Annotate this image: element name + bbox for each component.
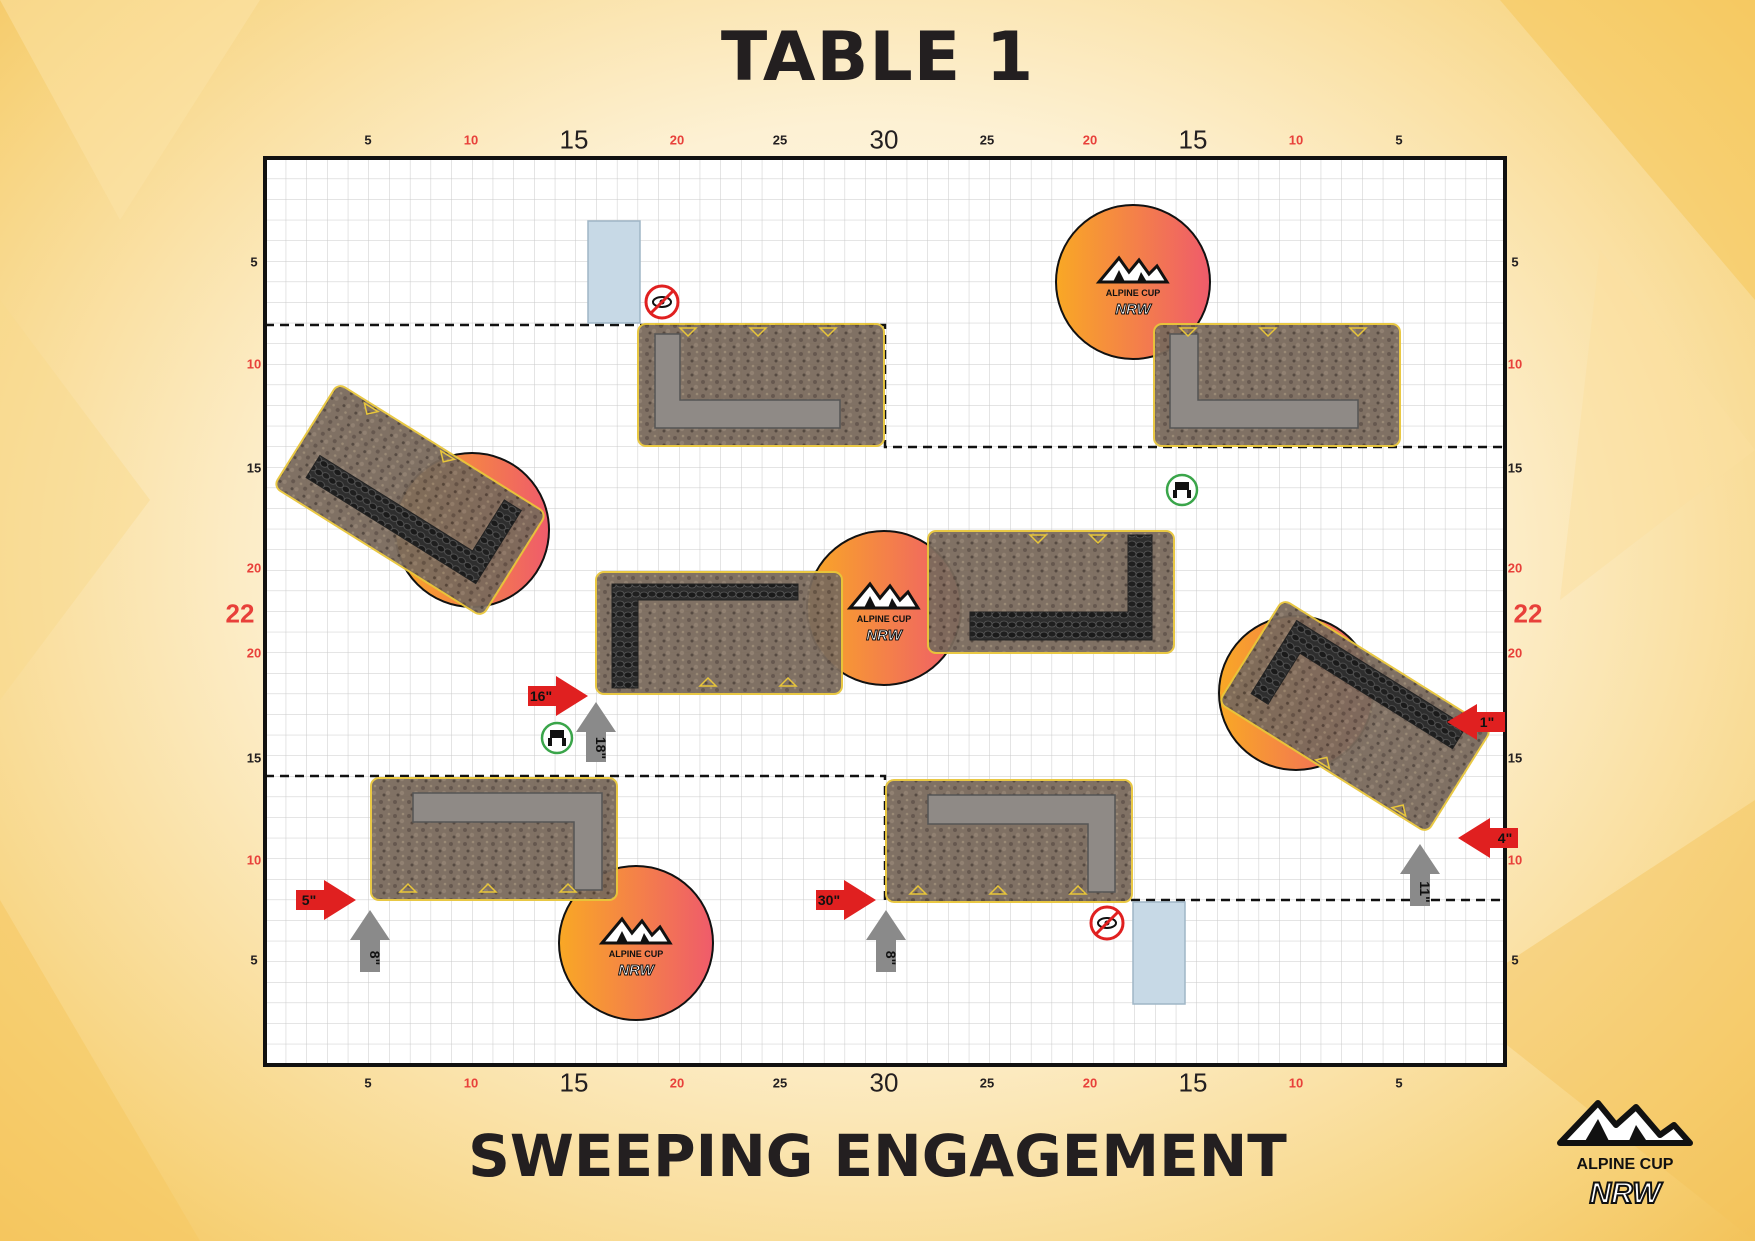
red-arrow-30-label: 30" <box>818 892 840 908</box>
axis-label-bottom: 5 <box>364 1075 372 1091</box>
axis-label-bottom: 20 <box>1082 1075 1098 1091</box>
axis-label-right: 10 <box>1507 852 1523 868</box>
red-arrow-1: 1" <box>1447 704 1505 740</box>
objective-marker-top-right <box>1055 204 1211 360</box>
axis-label-bottom: 25 <box>979 1075 995 1091</box>
axis-label-top: 20 <box>669 132 685 148</box>
objective-marker-bottom-left <box>558 865 714 1021</box>
red-arrow-30: 30" <box>816 880 876 920</box>
logo-line1: ALPINE CUP <box>1577 1156 1674 1173</box>
ruin-rotated-left <box>275 385 545 615</box>
grey-arrow-8-left: 8" <box>350 910 390 972</box>
axis-label-top: 5 <box>364 132 372 148</box>
no-line-of-sight-icon-bottom <box>1089 905 1125 941</box>
ruin-top-right <box>1153 323 1401 447</box>
red-arrow-16: 16" <box>528 676 588 716</box>
axis-label-right: 10 <box>1507 356 1523 372</box>
axis-label-bottom: 30 <box>869 1067 899 1098</box>
axis-label-top: 10 <box>1288 132 1304 148</box>
mission-title: SWEEPING ENGAGEMENT <box>468 1122 1287 1190</box>
axis-label-bottom: 25 <box>772 1075 788 1091</box>
container-bottom <box>1132 901 1186 1005</box>
axis-label-top: 10 <box>463 132 479 148</box>
ruin-bottom-center <box>885 779 1133 903</box>
axis-label-top: 20 <box>1082 132 1098 148</box>
axis-label-bottom: 10 <box>463 1075 479 1091</box>
axis-label-left: 15 <box>246 750 262 766</box>
table-title: TABLE 1 <box>720 18 1035 97</box>
axis-label-right: 20 <box>1507 560 1523 576</box>
ruin-top-center <box>637 323 885 447</box>
board-border <box>263 156 1507 1067</box>
no-line-of-sight-icon-top <box>644 284 680 320</box>
axis-label-left: 20 <box>246 560 262 576</box>
axis-label-top: 25 <box>772 132 788 148</box>
axis-label-left: 5 <box>250 952 258 968</box>
walker-icon-right <box>1165 473 1199 507</box>
axis-label-left: 10 <box>246 852 262 868</box>
axis-label-bottom: 15 <box>559 1067 589 1098</box>
axis-label-top: 5 <box>1395 132 1403 148</box>
axis-label-bottom: 5 <box>1395 1075 1403 1091</box>
ruin-center-right <box>927 530 1175 654</box>
ruin-center-left <box>595 571 843 695</box>
grey-arrow-11-label: 11" <box>1417 881 1433 902</box>
grey-arrow-18: 18" <box>576 702 616 762</box>
grey-arrow-11: 11" <box>1400 844 1440 906</box>
red-arrow-16-label: 16" <box>530 688 552 704</box>
alpine-cup-logo: ALPINE CUP NRW <box>1557 1100 1693 1211</box>
red-arrow-4: 4" <box>1458 818 1518 858</box>
axis-label-left: 22 <box>225 598 255 629</box>
axis-label-top: 15 <box>559 124 589 155</box>
axis-label-top: 30 <box>869 124 899 155</box>
axis-label-top: 25 <box>979 132 995 148</box>
grey-arrow-18-label: 18" <box>593 737 609 759</box>
axis-label-right: 22 <box>1513 598 1543 629</box>
red-arrow-5-label: 5" <box>302 892 316 908</box>
axis-label-left: 15 <box>246 460 262 476</box>
red-arrow-5: 5" <box>296 880 356 920</box>
red-arrow-1-label: 1" <box>1480 714 1494 730</box>
grey-arrow-8-center-label: 8" <box>883 951 899 965</box>
axis-label-left: 10 <box>246 356 262 372</box>
walker-icon-left <box>540 721 574 755</box>
axis-label-right: 20 <box>1507 645 1523 661</box>
container-top <box>587 220 641 324</box>
axis-label-right: 15 <box>1507 460 1523 476</box>
ruin-rotated-right <box>1220 601 1490 831</box>
grey-arrow-8-center: 8" <box>866 910 906 972</box>
axis-label-top: 15 <box>1178 124 1208 155</box>
ruin-bottom-left <box>370 777 618 901</box>
axis-label-right: 15 <box>1507 750 1523 766</box>
red-arrow-4-label: 4" <box>1498 830 1512 846</box>
axis-label-right: 5 <box>1511 952 1519 968</box>
axis-label-bottom: 15 <box>1178 1067 1208 1098</box>
grey-arrow-8-left-label: 8" <box>367 951 383 965</box>
axis-label-left: 5 <box>250 254 258 270</box>
axis-label-bottom: 10 <box>1288 1075 1304 1091</box>
axis-label-bottom: 20 <box>669 1075 685 1091</box>
logo-line2: NRW <box>1589 1177 1663 1210</box>
axis-label-left: 20 <box>246 645 262 661</box>
axis-label-right: 5 <box>1511 254 1519 270</box>
